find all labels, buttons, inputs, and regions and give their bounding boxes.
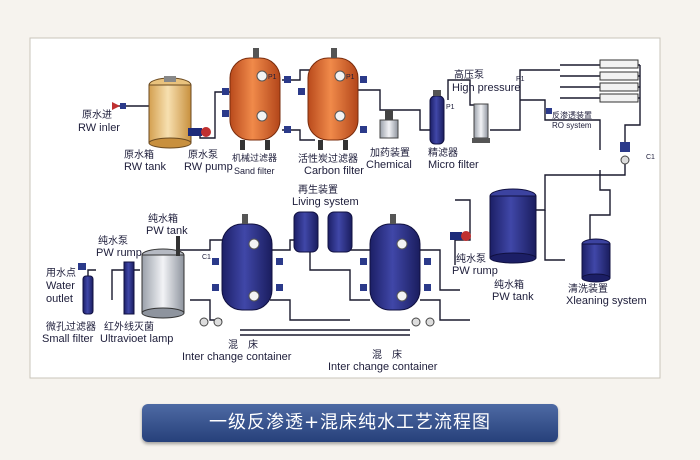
cleaning-system-tank: [581, 238, 611, 283]
pw-tank-right-label-cn: 纯水箱: [494, 280, 524, 291]
rw-inlet-label-en: RW inler: [78, 122, 120, 134]
p1-label-carbon: P1: [346, 74, 355, 81]
rw-tank-label-cn: 原水箱: [124, 150, 154, 161]
c1-label-ro: C1: [646, 154, 655, 161]
title-banner: 一级反渗透+混床纯水工艺流程图: [142, 404, 558, 442]
rw-inlet-label-cn: 原水进: [82, 110, 112, 121]
living-system-label-en: Living system: [292, 196, 359, 208]
sand-filter-label-en: Sand filter: [234, 166, 275, 176]
water-outlet-label-en1: Water: [46, 280, 75, 292]
carbon-filter-label-en: Carbon filter: [304, 165, 364, 177]
uv-lamp-label-en: Ultravioet lamp: [100, 333, 174, 345]
sand-filter-tank: [229, 48, 281, 150]
pw-tank-right-label-en: PW tank: [492, 291, 534, 303]
small-filter: [78, 263, 94, 315]
bottom-pipes: [87, 239, 470, 336]
mixed-bed-1-label-en: Inter change container: [182, 351, 292, 363]
rw-pump: [188, 127, 211, 137]
pw-tank-top-label-cn: 纯水箱: [148, 214, 178, 225]
high-pressure-label-en: High pressure: [452, 82, 521, 94]
cleaning-label-en: Xleaning system: [566, 295, 647, 307]
mixed-bed-2: [369, 214, 421, 311]
diagram-title: 一级反渗透+混床纯水工艺流程图: [208, 412, 492, 433]
uv-lamp: [123, 261, 135, 315]
mixed-bed-1-label-cn: 混 床: [228, 340, 258, 351]
p1-label-micro: P1: [446, 104, 455, 111]
mixed-bed-1: [221, 214, 273, 311]
carbon-filter-label-cn: 活性炭过滤器: [298, 154, 358, 165]
ro-membrane-array: [546, 59, 639, 165]
c1-label-bed: C1: [202, 254, 211, 261]
mixed-bed-2-label-en: Inter change container: [328, 361, 438, 373]
filter-valves: [222, 76, 367, 133]
carbon-filter-tank: [307, 48, 359, 150]
pw-tank-right: [489, 188, 537, 264]
rw-pump-label-en: RW pump: [184, 161, 233, 173]
chemical-dosing-unit: [379, 110, 399, 139]
living-system-label-cn: 再生装置: [298, 185, 338, 196]
chemical-label-cn: 加药装置: [370, 148, 410, 159]
p1-label-ro: P1: [516, 76, 525, 83]
p1-label-sand: P1: [268, 74, 277, 81]
pw-rump-right-label-en: PW rump: [452, 265, 498, 277]
mixed-bed-valves: [212, 258, 431, 291]
small-filter-label-cn: 微孔过滤器: [46, 322, 96, 333]
pw-rump-left-label-en: PW rump: [96, 247, 142, 259]
pw-rump-left-label-cn: 纯水泵: [98, 236, 128, 247]
chemical-label-en: Chemical: [366, 159, 412, 171]
micro-filter-label-cn: 精滤器: [428, 148, 458, 159]
mixed-bed-gauges: [199, 317, 435, 327]
micro-filter: [429, 90, 445, 145]
uv-lamp-label-cn: 红外线灭菌: [104, 322, 154, 333]
mixed-bed-2-label-cn: 混 床: [372, 350, 402, 361]
ro-system-label-cn: 反渗透装置: [552, 111, 592, 120]
high-pressure-pump: [472, 103, 490, 143]
pw-tank-top-label-en: PW tank: [146, 225, 188, 237]
small-filter-label-en: Small filter: [42, 333, 94, 345]
micro-filter-label-en: Micro filter: [428, 159, 479, 171]
rw-pump-label-cn: 原水泵: [188, 150, 218, 161]
high-pressure-label-cn: 高压泵: [454, 70, 484, 81]
regeneration-tanks: [293, 211, 353, 253]
water-outlet-label-en2: outlet: [46, 293, 73, 305]
pw-pump-right: [450, 231, 471, 241]
rw-tank: [148, 76, 192, 149]
sand-filter-label-cn: 机械过滤器: [232, 154, 278, 164]
water-outlet-label-cn: 用水点: [46, 268, 76, 279]
ro-system-label-en: RO system: [552, 121, 592, 130]
cleaning-label-cn: 清洗装置: [568, 284, 608, 295]
pw-rump-right-label-cn: 纯水泵: [456, 254, 486, 265]
rw-tank-label-en: RW tank: [124, 161, 166, 173]
pw-tank-left: [141, 236, 185, 319]
rw-inlet-valve: [112, 102, 126, 110]
